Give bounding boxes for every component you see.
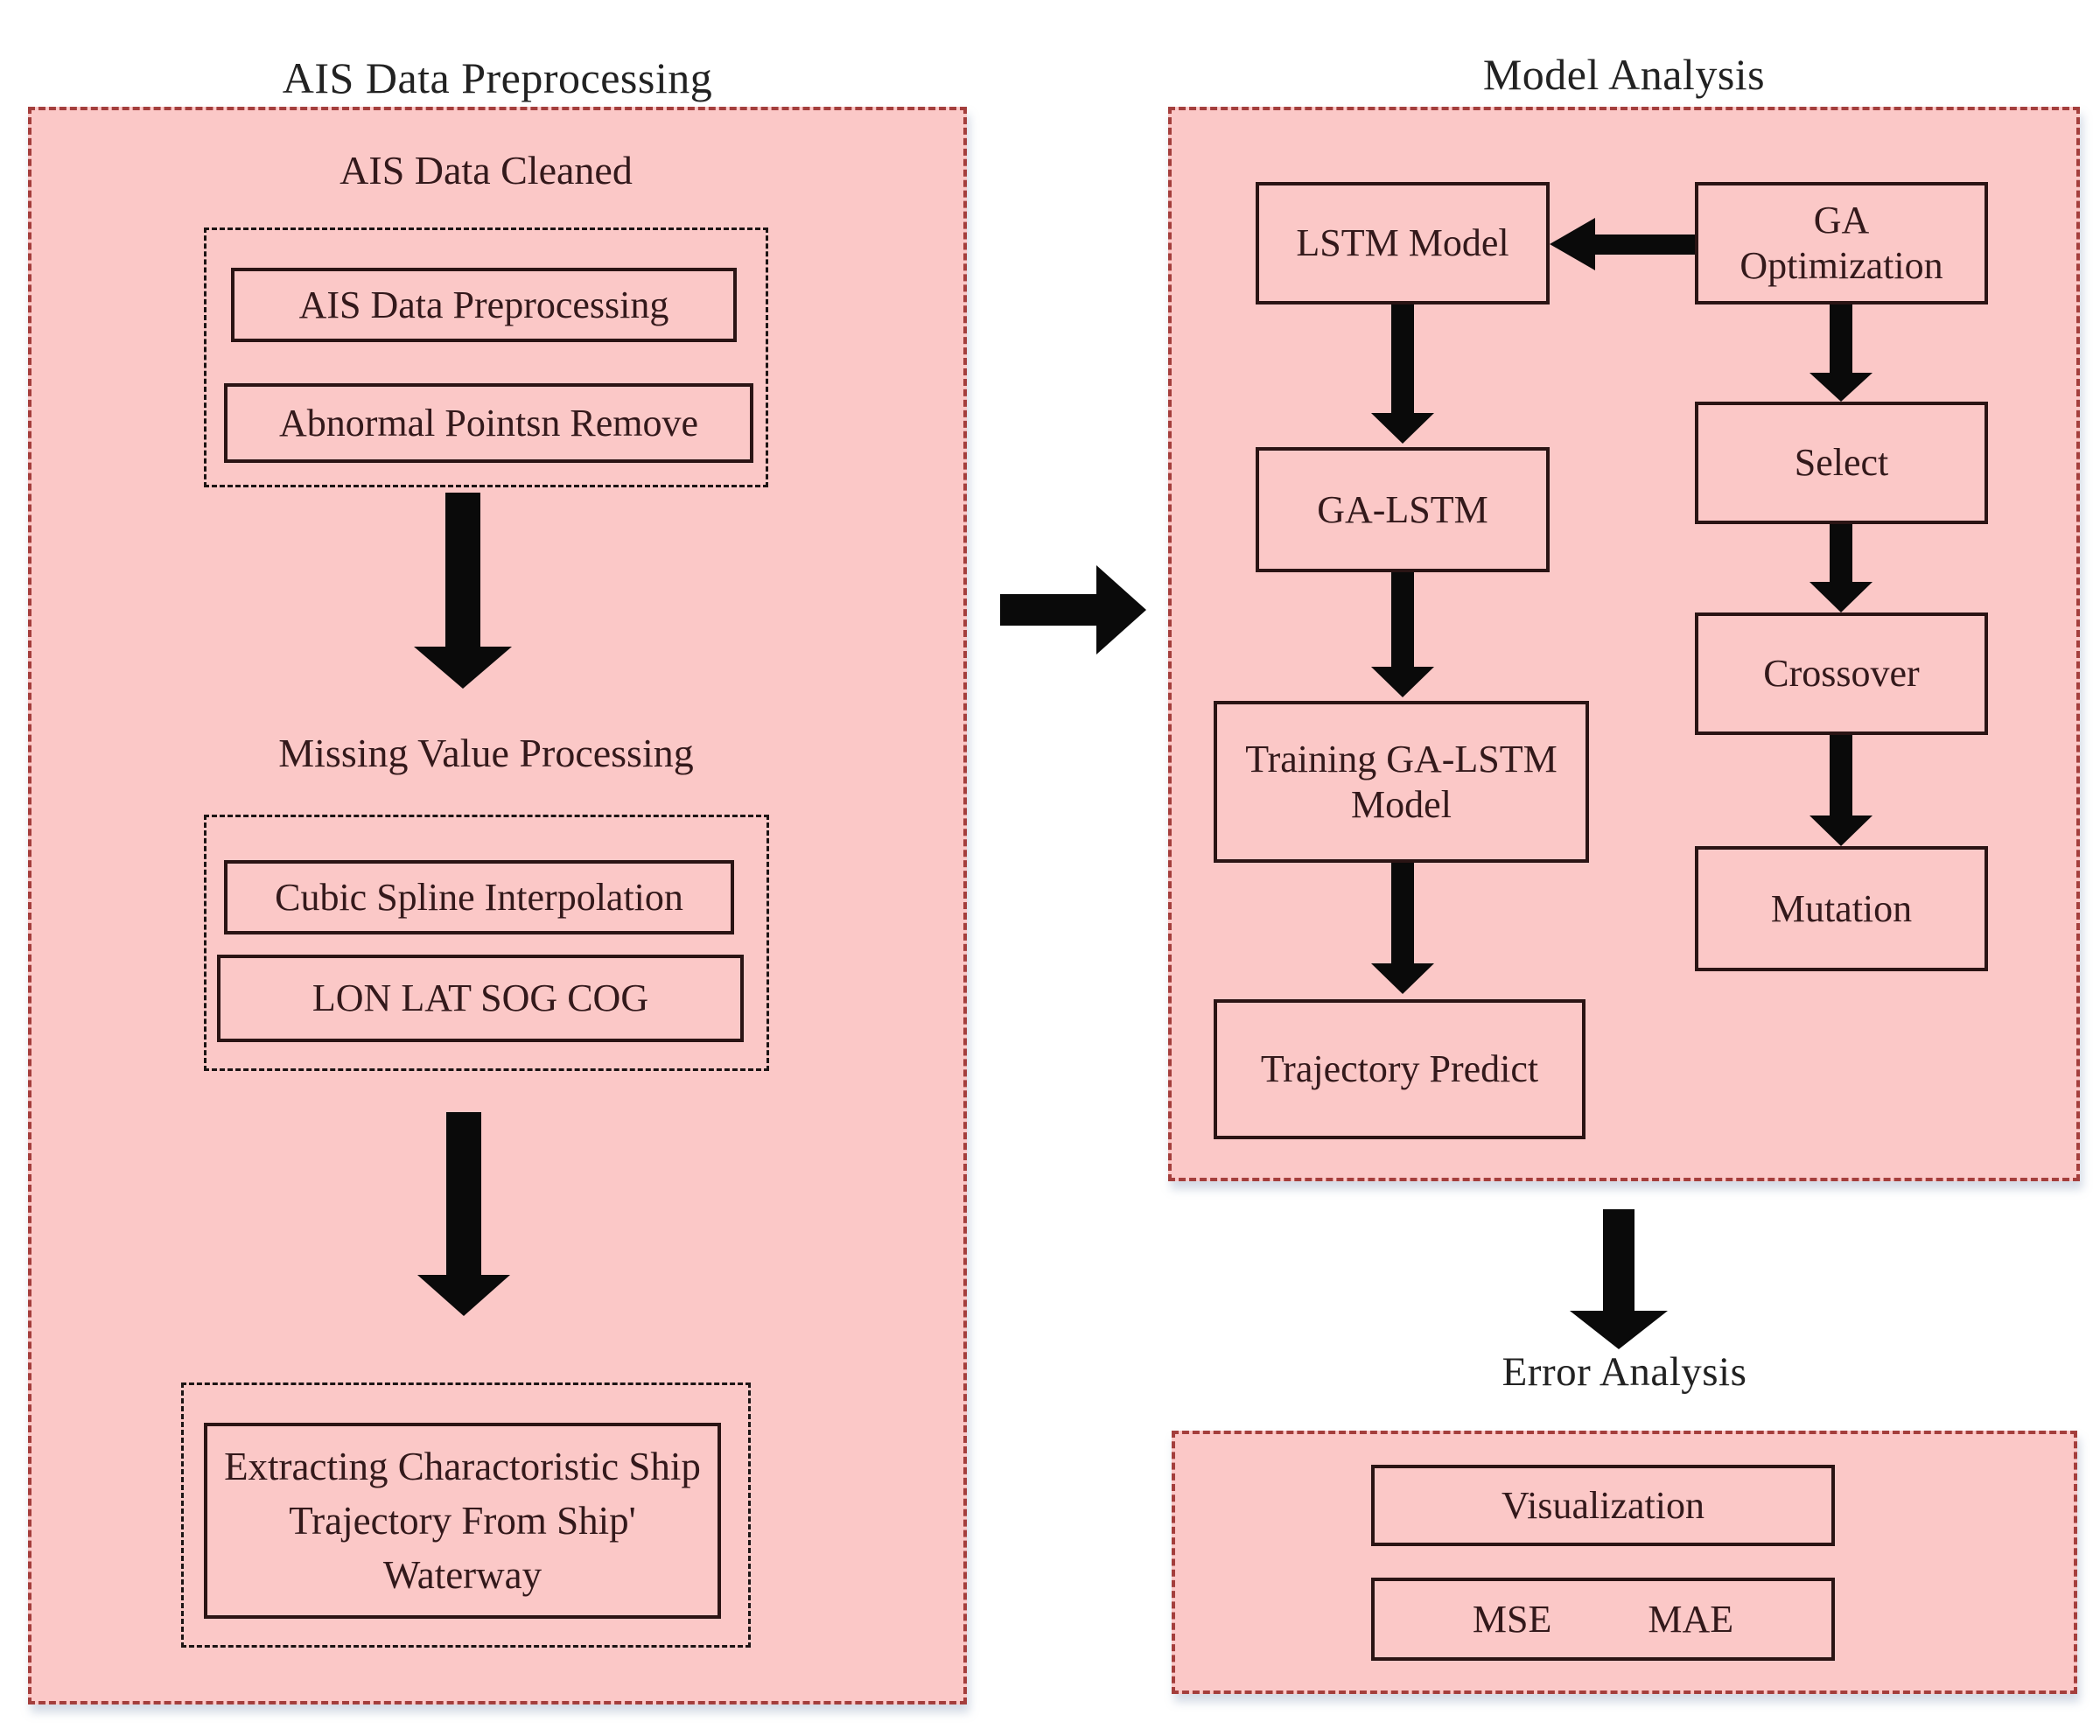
arrow-head [1371,667,1434,697]
arrow-shaft [1391,572,1414,667]
mse-mae-box: MSE MAE [1371,1578,1835,1661]
model-analysis-title: Model Analysis [1482,50,1766,99]
select-text: Select [1794,441,1889,485]
arrow-down-icon [1810,304,1872,402]
arrow-shaft [1830,304,1852,373]
arrow-shaft [1000,593,1096,626]
arrow-down-icon [414,493,512,689]
ga-optimization-text-line2: Optimization [1740,244,1943,287]
arrow-shaft [1391,304,1414,413]
crossover-box: Crossover [1695,612,1988,735]
arrow-shaft [1830,524,1852,582]
arrow-down-icon [1570,1209,1668,1349]
ga-optimization-text-line1: GA [1813,199,1870,242]
visualization-text: Visualization [1502,1483,1704,1527]
missing-value-dashed-group [204,815,769,1071]
arrow-head [1570,1311,1668,1349]
extracting-characteristic-box: Extracting Charactoristic Ship Trajector… [204,1423,721,1619]
error-analysis-title: Error Analysis [1502,1349,1747,1395]
training-ga-lstm-model-box: Training GA-LSTM Model [1214,701,1589,863]
trajectory-predict-text: Trajectory Predict [1260,1047,1539,1091]
left-section-title: AIS Data Preprocessing [282,53,713,102]
arrow-down-icon [1371,572,1434,697]
arrow-head [1810,582,1872,612]
mse-text: MSE [1472,1597,1552,1641]
arrow-shaft [1830,735,1852,816]
lstm-model-box: LSTM Model [1256,182,1550,304]
abnormal-points-remove-box: Abnormal Pointsn Remove [224,383,753,463]
arrow-shaft [1391,863,1414,963]
arrow-head [1371,963,1434,994]
arrow-head [1810,373,1872,402]
arrow-down-icon [1810,524,1872,612]
ais-data-cleaned-label: AIS Data Cleaned [340,148,633,192]
arrow-shaft [1595,234,1695,255]
training-ga-lstm-text-line2: Model [1351,782,1452,826]
visualization-box: Visualization [1371,1465,1835,1546]
abnormal-points-remove-text: Abnormal Pointsn Remove [278,401,699,444]
arrow-head [414,647,512,689]
ais-preprocessing-panel [28,107,967,1704]
lstm-model-text: LSTM Model [1296,221,1509,265]
lon-lat-sog-cog-box: LON LAT SOG COG [217,955,744,1042]
cubic-spline-interpolation-text: Cubic Spline Interpolation [275,875,683,919]
ais-data-preprocessing-box: AIS Data Preprocessing [231,268,737,342]
mutation-text: Mutation [1770,886,1913,930]
mutation-box: Mutation [1695,846,1988,971]
arrow-down-icon [415,1112,513,1316]
ais-data-preprocessing-text: AIS Data Preprocessing [298,283,669,326]
error-analysis-panel [1172,1431,2077,1694]
arrow-right-icon [1000,564,1146,654]
arrow-head [1550,218,1595,270]
lon-lat-sog-cog-text: LON LAT SOG COG [312,976,649,1020]
extracting-dashed-group [181,1382,751,1648]
arrow-down-icon [1371,863,1434,994]
select-box: Select [1695,402,1988,524]
ga-lstm-text: GA-LSTM [1317,487,1488,531]
arrow-head [1096,564,1146,654]
extracting-characteristic-text: Extracting Charactoristic Ship Trajector… [224,1444,701,1598]
arrow-down-icon [1371,304,1434,444]
ga-lstm-box: GA-LSTM [1256,447,1550,572]
arrow-head [417,1275,510,1316]
arrow-left-icon [1550,218,1695,270]
arrow-down-icon [1810,735,1872,846]
mae-text: MAE [1648,1597,1734,1641]
arrow-shaft [445,493,480,647]
ais-cleaned-dashed-group [204,228,768,487]
crossover-text: Crossover [1763,652,1920,696]
cubic-spline-interpolation-box: Cubic Spline Interpolation [224,860,734,934]
trajectory-predict-box: Trajectory Predict [1214,999,1586,1139]
training-ga-lstm-text-line1: Training GA-LSTM [1245,737,1558,780]
arrow-head [1810,816,1872,846]
arrow-shaft [446,1112,481,1275]
ga-optimization-box: GA Optimization [1695,182,1988,304]
missing-value-processing-label: Missing Value Processing [278,731,694,775]
arrow-head [1371,413,1434,444]
arrow-shaft [1603,1209,1634,1311]
